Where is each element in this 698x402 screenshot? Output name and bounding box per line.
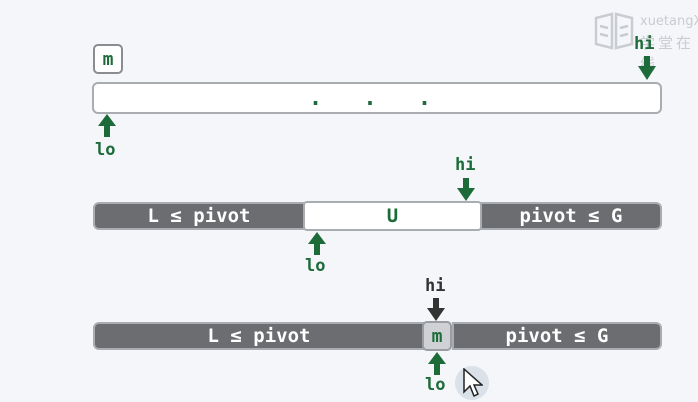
row2-hi-label: hi xyxy=(455,155,476,175)
row3-lo-arrow-icon xyxy=(428,352,446,375)
row1-ellipsis: . . . xyxy=(308,85,446,111)
xuetangx-logo-icon xyxy=(594,12,634,50)
row2-right-label: pivot ≤ G xyxy=(519,205,623,227)
row2-right-partition: pivot ≤ G xyxy=(480,202,662,230)
row3-middle-label: m xyxy=(431,325,443,347)
row2-left-label: L ≤ pivot xyxy=(147,205,251,227)
row1-hi-arrow-icon xyxy=(638,56,656,80)
watermark: xuetangX 学堂在线 xyxy=(592,10,698,73)
row2-middle-label: U xyxy=(386,205,399,227)
watermark-brand: xuetangX xyxy=(640,14,698,29)
row2-left-partition: L ≤ pivot xyxy=(93,202,305,230)
row3-left-label: L ≤ pivot xyxy=(207,325,311,347)
row3-right-label: pivot ≤ G xyxy=(505,325,609,347)
row3-lo-label: lo xyxy=(425,375,446,395)
row2-unknown-partition: U xyxy=(303,201,482,231)
row1-lo-arrow-icon xyxy=(98,114,116,137)
row3-hi-arrow-icon xyxy=(427,298,445,321)
row1-m-label: m xyxy=(102,48,114,70)
row2-lo-label: lo xyxy=(305,256,326,276)
row1-m-box: m xyxy=(93,44,123,74)
row3-m-box: m xyxy=(422,321,452,351)
row3-left-partition: L ≤ pivot xyxy=(93,322,425,350)
row1-array-bar: . . . xyxy=(92,82,662,114)
row2-hi-arrow-icon xyxy=(457,178,475,201)
row1-hi-label: hi xyxy=(634,34,655,54)
row2-lo-arrow-icon xyxy=(308,232,326,255)
row3-right-partition: pivot ≤ G xyxy=(452,322,662,350)
mouse-cursor-icon xyxy=(463,368,483,398)
row3-hi-label: hi xyxy=(425,276,446,296)
row1-lo-label: lo xyxy=(95,140,116,160)
